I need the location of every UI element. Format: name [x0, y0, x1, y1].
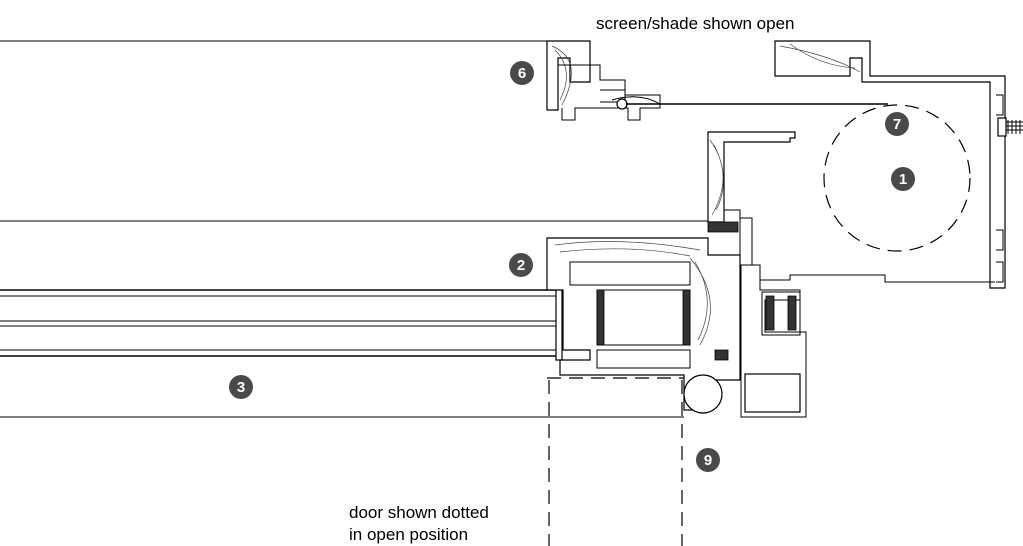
svg-text:3: 3 [237, 379, 245, 396]
door-sash [546, 237, 741, 414]
callout-1: 1 [891, 167, 915, 191]
callout-3: 3 [229, 375, 253, 399]
svg-text:6: 6 [518, 65, 526, 82]
callout-6: 6 [510, 61, 534, 85]
svg-text:2: 2 [517, 257, 525, 274]
callout-2: 2 [509, 253, 533, 277]
door-dotted-note-line1: door shown dotted [349, 503, 489, 522]
callout-9: 9 [696, 448, 720, 472]
svg-text:7: 7 [893, 116, 901, 133]
svg-text:1: 1 [899, 171, 907, 188]
open-door-dashed-outline [547, 377, 684, 546]
screen-housing [546, 40, 1023, 289]
screw [997, 117, 1023, 137]
svg-text:9: 9 [704, 452, 712, 469]
shade-roll-circle [823, 104, 971, 252]
reference-lines [0, 40, 708, 418]
glazing-unit [0, 287, 574, 361]
door-dotted-note-line2: in open position [349, 525, 468, 544]
callout-7: 7 [885, 112, 909, 136]
screen-shade-note: screen/shade shown open [596, 14, 794, 33]
frame-jamb [707, 131, 995, 418]
